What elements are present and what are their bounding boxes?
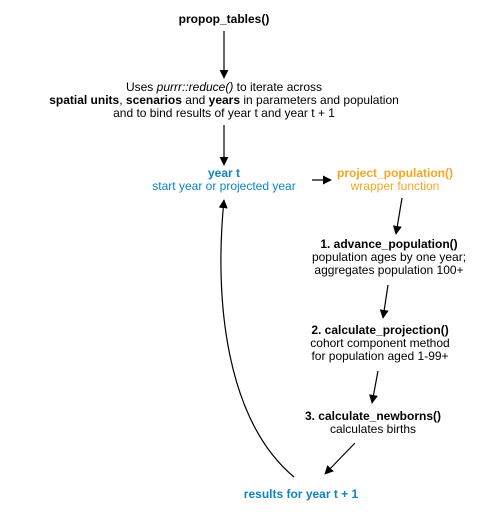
year-t-title: year t <box>207 166 241 180</box>
uses-scenarios: scenarios <box>125 93 182 107</box>
node-uses-reduce: Uses purrr::reduce() to iterate across s… <box>4 81 444 120</box>
calculate-projection-line-1: cohort component method <box>310 336 450 350</box>
node-calculate-newborns: 3. calculate_newborns() calculates birth… <box>285 410 461 436</box>
node-advance-population: 1. advance_population() population ages … <box>294 238 484 277</box>
project-population-title: project_population() <box>337 166 453 180</box>
uses-spatial-units: spatial units <box>49 93 120 107</box>
uses-sep-1: , <box>119 93 126 107</box>
arrow-newborns-to-results <box>324 442 356 475</box>
advance-population-title: 1. advance_population() <box>320 237 458 251</box>
project-population-subtitle: wrapper function <box>350 179 440 193</box>
calculate-newborns-line-1: calculates births <box>329 422 417 436</box>
uses-line-1-italic: purrr::reduce() <box>156 80 234 94</box>
node-year-t: year t start year or projected year <box>124 167 324 193</box>
uses-sep-2: and <box>181 93 209 107</box>
arrow-advance-to-projection <box>379 284 389 319</box>
node-calculate-projection: 2. calculate_projection() cohort compone… <box>290 324 470 363</box>
uses-line-2: spatial units, scenarios and years in pa… <box>4 94 444 107</box>
calculate-newborns-title: 3. calculate_newborns() <box>304 409 442 423</box>
results-title: results for year t + 1 <box>243 487 359 501</box>
arrow-project-to-advance <box>392 197 403 235</box>
calculate-projection-title: 2. calculate_projection() <box>311 323 449 337</box>
arrow-projection-to-newborns <box>369 370 379 404</box>
node-propop-tables: propop_tables() <box>124 13 324 26</box>
year-t-subtitle: start year or projected year <box>152 179 296 193</box>
advance-population-line-1: population ages by one year; <box>311 250 467 264</box>
uses-line-3: and to bind results of year t and year t… <box>113 106 335 120</box>
propop-tables-title: propop_tables() <box>178 12 270 26</box>
uses-years: years <box>208 93 241 107</box>
calculate-projection-line-2: for population aged 1-99+ <box>311 349 449 363</box>
node-results-year-t-plus-1: results for year t + 1 <box>211 488 391 501</box>
node-project-population: project_population() wrapper function <box>320 167 470 193</box>
uses-line-1: Uses purrr::reduce() to iterate across <box>4 81 444 94</box>
uses-line-1-pre: Uses <box>125 80 157 94</box>
arrow-results-to-yeart <box>218 199 295 478</box>
advance-population-line-2: aggregates population 100+ <box>314 263 464 277</box>
uses-sep-3: in parameters and population <box>240 93 399 107</box>
uses-line-1-post: to iterate across <box>233 80 323 94</box>
